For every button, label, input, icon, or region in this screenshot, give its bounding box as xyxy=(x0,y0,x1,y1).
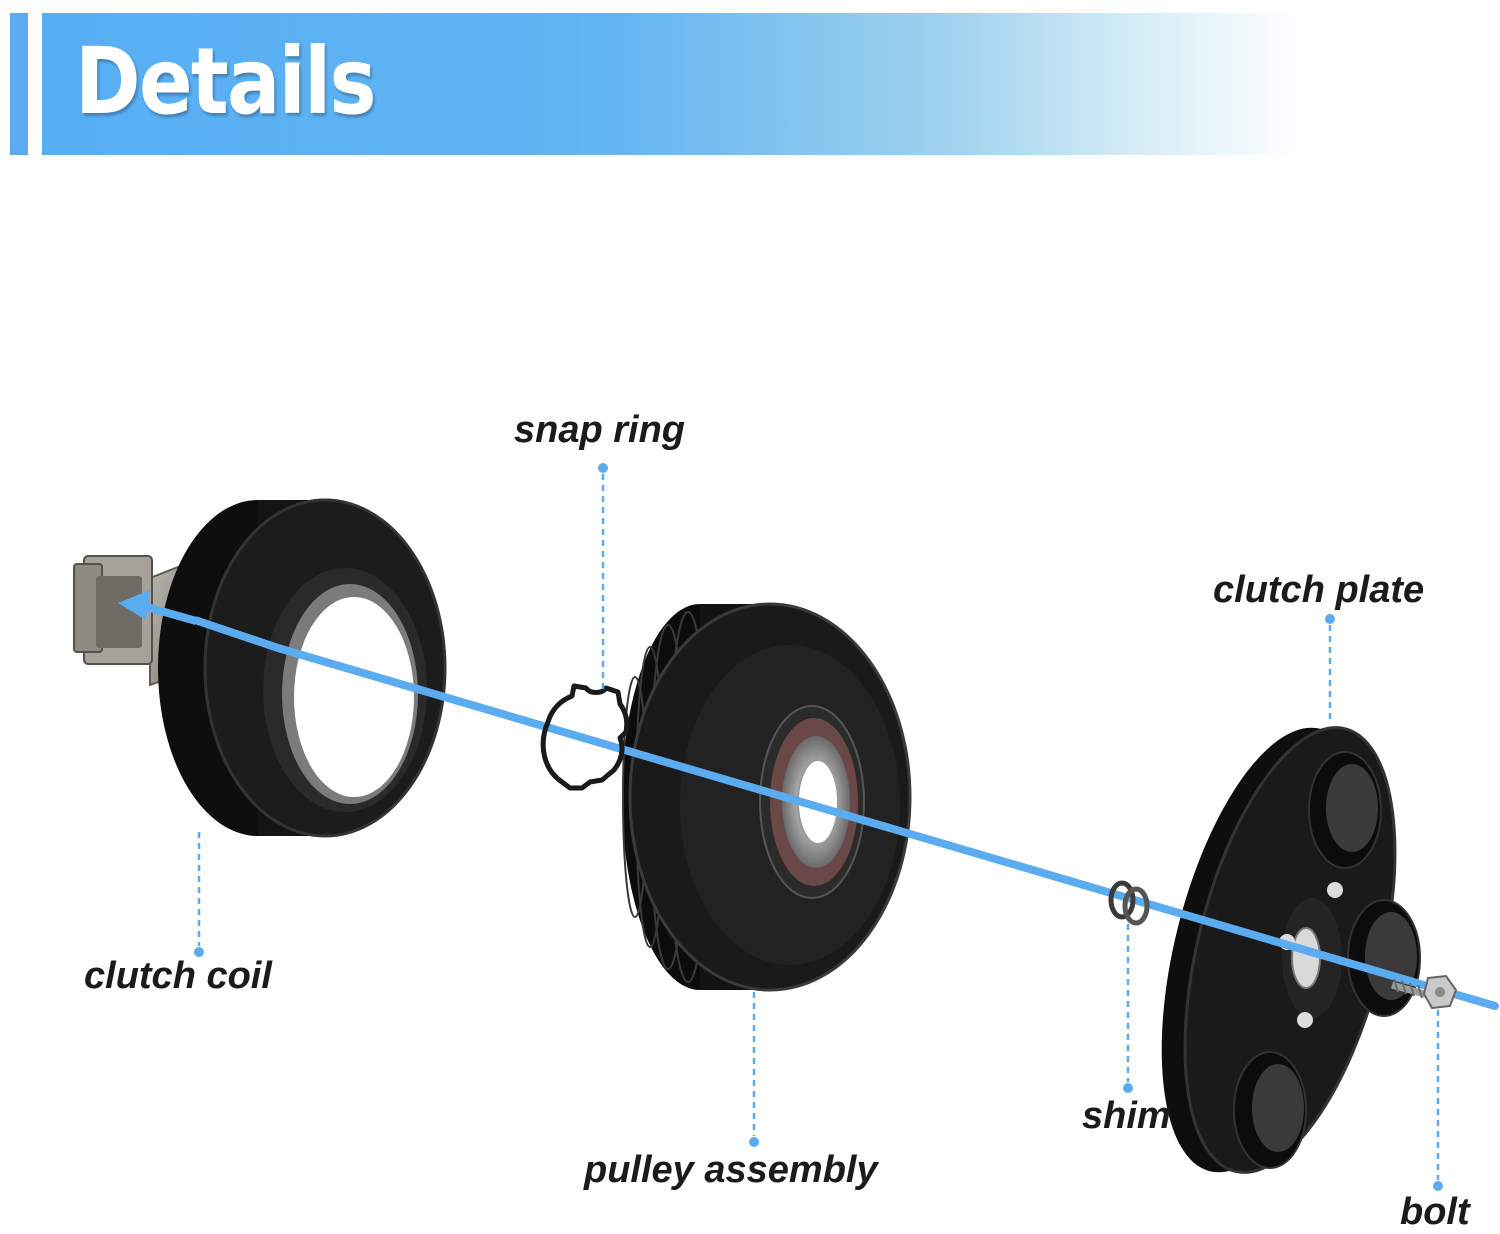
clutch-plate-icon xyxy=(1161,726,1421,1174)
snap-ring-leader xyxy=(598,463,608,690)
header-accent-bar xyxy=(10,13,28,155)
pulley-assembly-label: pulley assembly xyxy=(584,1149,878,1191)
shim-leader xyxy=(1123,924,1133,1093)
snap-ring-icon xyxy=(540,683,630,791)
shim-label: shim xyxy=(1082,1095,1171,1137)
assembly-axis-line xyxy=(193,616,1499,1010)
clutch-plate-leader xyxy=(1325,614,1335,722)
clutch-coil-label: clutch coil xyxy=(84,955,272,997)
header-banner xyxy=(42,13,1300,155)
axis-arrow-head xyxy=(118,590,150,620)
clutch-plate-label: clutch plate xyxy=(1213,569,1425,611)
axis-arrow-shaft xyxy=(138,601,198,625)
pulley-assembly-leader xyxy=(749,992,759,1147)
bolt-icon xyxy=(1391,974,1458,1010)
bolt-leader xyxy=(1433,1010,1443,1191)
snap-ring-label: snap ring xyxy=(514,409,686,451)
pulley-icon xyxy=(622,602,912,992)
shim-icon xyxy=(1108,880,1150,926)
clutch-coil-icon xyxy=(73,498,447,838)
page-title: Details xyxy=(75,28,377,135)
bolt-label: bolt xyxy=(1400,1191,1470,1233)
clutch-coil-leader xyxy=(194,832,204,957)
